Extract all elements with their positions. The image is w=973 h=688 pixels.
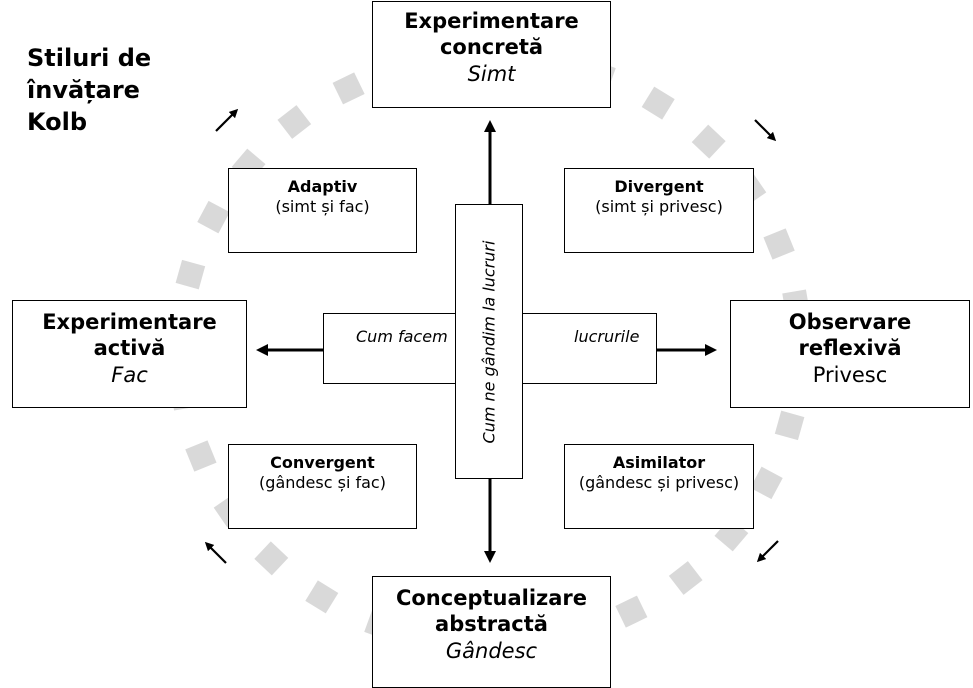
quadrant-divergent: Divergent (simt și privesc) [564, 168, 754, 253]
quadrant-convergent-desc: (gândesc și fac) [259, 473, 386, 492]
pole-abstract-conceptualization: Conceptualizare abstractă Gândesc [372, 576, 611, 688]
vertical-axis-box: Cum ne gândim la lucruri [455, 204, 523, 479]
quadrant-asimilator: Asimilator (gândesc și privesc) [564, 444, 754, 529]
horizontal-axis-left-label: Cum facem [356, 327, 448, 346]
ring-dash [277, 105, 312, 139]
pole-concrete-experience: Experimentare concretă Simt [372, 1, 611, 108]
diagram-title: Stiluri de învățare Kolb [27, 42, 151, 138]
quadrant-convergent-name: Convergent [270, 453, 375, 472]
ring-dash [763, 228, 795, 260]
pole-left-sub: Fac [111, 362, 148, 387]
quadrant-adaptiv-desc: (simt și fac) [275, 197, 370, 216]
pole-top-sub: Simt [467, 61, 516, 86]
pole-top-line2: concretă [439, 35, 544, 60]
ring-dash [197, 200, 230, 234]
ring-dash [305, 580, 339, 614]
title-line-1: Stiluri de [27, 44, 152, 72]
quadrant-asimilator-name: Asimilator [612, 453, 706, 472]
ring-dash [750, 466, 783, 500]
ring-dash [175, 259, 206, 290]
ring-dash [615, 595, 648, 628]
pole-right-line2: reflexivă [798, 336, 902, 361]
quadrant-asimilator-desc: (gândesc și privesc) [578, 473, 740, 492]
title-line-2: învățare [27, 76, 140, 104]
ring-dash [668, 561, 703, 595]
pole-left-line1: Experimentare [42, 310, 217, 334]
quadrant-adaptiv: Adaptiv (simt și fac) [228, 168, 417, 253]
quadrant-convergent: Convergent (gândesc și fac) [228, 444, 417, 529]
pole-bottom-line1: Conceptualizare [395, 586, 588, 610]
ring-dash [691, 124, 726, 159]
ring-dash [332, 72, 365, 105]
ring-dash [185, 440, 217, 472]
quadrant-adaptiv-name: Adaptiv [287, 177, 358, 196]
pole-bottom-sub: Gândesc [445, 638, 538, 663]
title-line-3: Kolb [27, 108, 88, 136]
ring-dash [641, 86, 675, 120]
vertical-axis-label: Cum ne gândim la lucruri [479, 240, 499, 443]
pole-left-line2: activă [93, 336, 166, 361]
pole-right-line1: Observare [788, 310, 912, 334]
horizontal-axis-right-label: lucrurile [574, 327, 640, 346]
ring-dash [774, 410, 805, 441]
pole-active-experimentation: Experimentare activă Fac [12, 300, 247, 408]
ring-dash [254, 541, 289, 576]
pole-top-line1: Experimentare [404, 9, 579, 33]
pole-right-sub: Privesc [812, 362, 888, 387]
quadrant-divergent-desc: (simt și privesc) [595, 197, 723, 216]
pole-reflective-observation: Observare reflexivă Privesc [730, 300, 970, 408]
quadrant-divergent-name: Divergent [614, 177, 704, 196]
pole-bottom-line2: abstractă [435, 612, 548, 637]
